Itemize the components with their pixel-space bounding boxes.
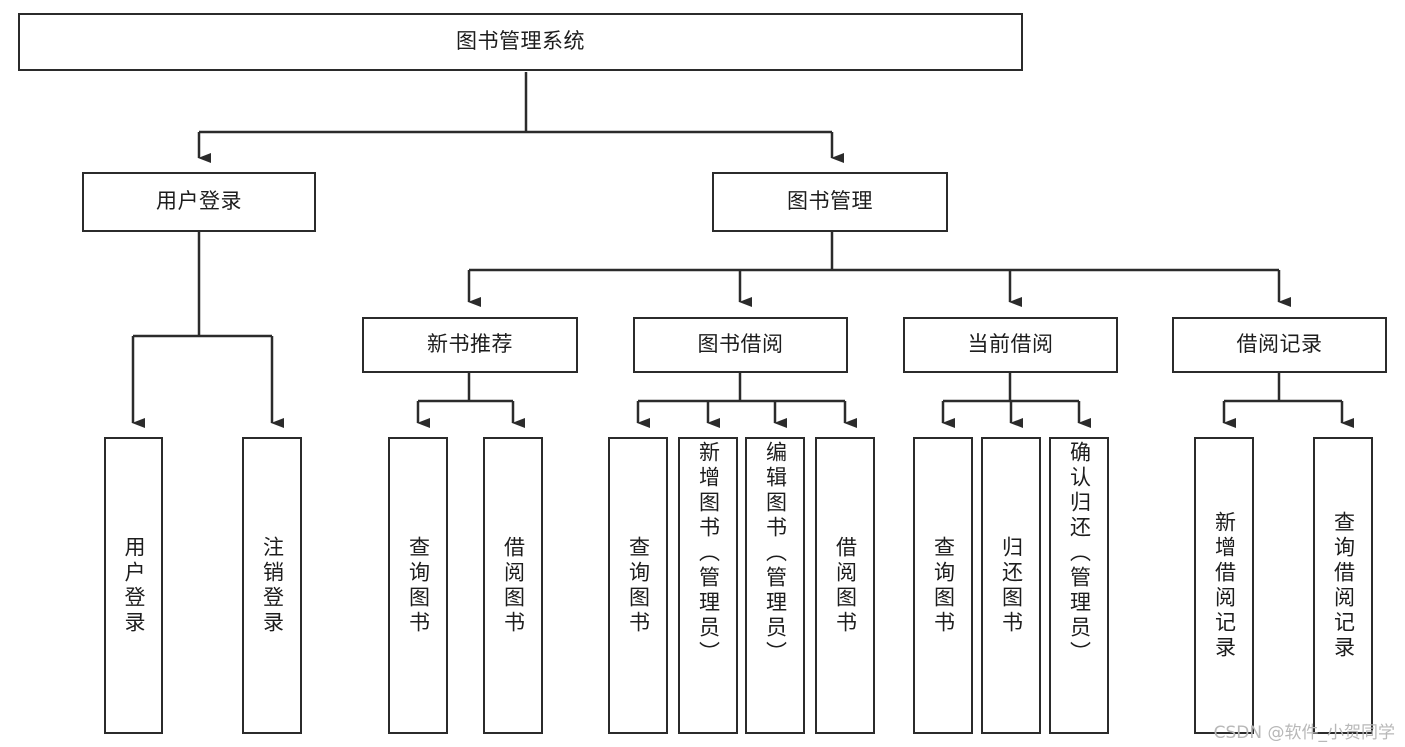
node-label: 新书推荐	[427, 332, 513, 357]
node-label: 借阅图书	[501, 535, 526, 636]
node-leaf-logout[interactable]: 注销登录	[242, 437, 302, 734]
node-leaf-query-borrow-record[interactable]: 查询借阅记录	[1313, 437, 1373, 734]
node-label: 当前借阅	[967, 332, 1054, 357]
node-label: 注销登录	[260, 535, 285, 636]
node-root-book-management-system[interactable]: 图书管理系统	[18, 13, 1023, 71]
leaf-text-wrap: 借阅图书	[485, 439, 541, 732]
node-label: 查询借阅记录	[1331, 510, 1356, 661]
node-leaf-query-book-current[interactable]: 查询图书	[913, 437, 973, 734]
node-label: 图书管理系统	[456, 29, 585, 54]
leaf-text-wrap: 编辑图书（管理员）	[747, 439, 803, 732]
node-leaf-add-borrow-record[interactable]: 新增借阅记录	[1194, 437, 1254, 734]
node-current-borrow[interactable]: 当前借阅	[903, 317, 1118, 373]
leaf-text-wrap: 查询借阅记录	[1315, 439, 1371, 732]
node-label: 查询图书	[931, 535, 956, 636]
node-leaf-query-book-borrow[interactable]: 查询图书	[608, 437, 668, 734]
node-label: 查询图书	[406, 535, 431, 636]
leaf-text-wrap: 查询图书	[390, 439, 446, 732]
node-label: 借阅图书	[833, 535, 858, 636]
node-label: 新增借阅记录	[1212, 510, 1237, 661]
node-book-borrow[interactable]: 图书借阅	[633, 317, 848, 373]
leaf-text-wrap: 注销登录	[244, 439, 300, 732]
node-leaf-confirm-return-admin[interactable]: 确认归还（管理员）	[1049, 437, 1109, 734]
node-label: 图书管理	[787, 189, 873, 214]
node-borrow-record[interactable]: 借阅记录	[1172, 317, 1387, 373]
node-label: 图书借阅	[697, 332, 784, 357]
node-leaf-edit-book-admin[interactable]: 编辑图书（管理员）	[745, 437, 805, 734]
leaf-text-wrap: 归还图书	[983, 439, 1039, 732]
node-label: 用户登录	[122, 535, 146, 636]
node-leaf-add-book-admin[interactable]: 新增图书（管理员）	[678, 437, 738, 734]
leaf-text-wrap: 新增借阅记录	[1196, 439, 1252, 732]
node-leaf-query-book-recommend[interactable]: 查询图书	[388, 437, 448, 734]
node-label: 新增图书（管理员）	[696, 441, 721, 666]
node-label: 查询图书	[626, 535, 651, 636]
leaf-text-wrap: 借阅图书	[817, 439, 873, 732]
node-label: 借阅记录	[1236, 332, 1323, 357]
node-leaf-borrow-book-recommend[interactable]: 借阅图书	[483, 437, 543, 734]
leaf-text-wrap: 查询图书	[915, 439, 971, 732]
node-label: 归还图书	[999, 535, 1024, 636]
leaf-text-wrap: 新增图书（管理员）	[680, 439, 736, 732]
node-leaf-borrow-book[interactable]: 借阅图书	[815, 437, 875, 734]
node-label: 编辑图书（管理员）	[763, 441, 788, 666]
leaf-text-wrap: 查询图书	[610, 439, 666, 732]
node-leaf-user-login[interactable]: 用户登录	[104, 437, 163, 734]
csdn-watermark: CSDN @软件_小贺同学	[1213, 723, 1395, 743]
leaf-text-wrap: 用户登录	[106, 439, 161, 732]
node-label: 用户登录	[156, 189, 242, 214]
node-label: 确认归还（管理员）	[1067, 441, 1092, 666]
node-new-book-recommend[interactable]: 新书推荐	[362, 317, 578, 373]
node-leaf-return-book[interactable]: 归还图书	[981, 437, 1041, 734]
node-user-login[interactable]: 用户登录	[82, 172, 316, 232]
leaf-text-wrap: 确认归还（管理员）	[1051, 439, 1107, 732]
node-book-management[interactable]: 图书管理	[712, 172, 948, 232]
